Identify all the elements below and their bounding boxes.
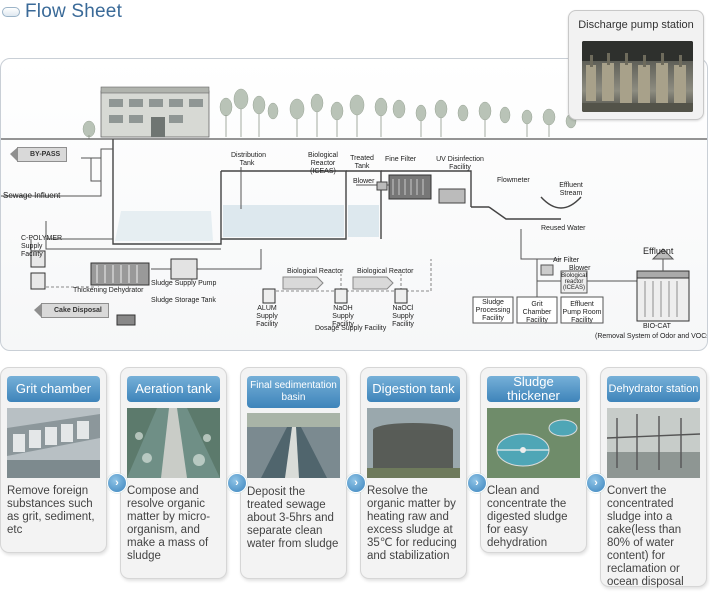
bio-reactor-arrow-label-2: Biological Reactor — [357, 268, 414, 275]
bypass-label: BY-PASS — [9, 147, 68, 162]
step-title: Aeration tank — [127, 376, 220, 402]
step-card-final-sedimentation-basin: Final sedimentation basin Deposit the tr… — [240, 367, 347, 579]
effluent-stream-label: Effluent Stream — [559, 182, 583, 197]
step-card-sludge-thickener: Sludge thickener Clean and concentrate t… — [480, 367, 587, 553]
grit-chamber-facility-label: Grit Chamber Facility — [522, 301, 552, 324]
bio-reactor-arrow-label-1: Biological Reactor — [287, 268, 344, 275]
cpolymer-label: C-POLYMER Supply Facility — [21, 235, 63, 258]
distribution-tank-label: Distribution Tank — [231, 152, 267, 167]
step-title: Dehydrator station — [607, 376, 700, 402]
effluent-label: Effluent — [643, 246, 674, 256]
step-title: Sludge thickener — [487, 375, 580, 403]
sewage-influent-label: Sewage Influent — [3, 191, 61, 200]
step-description: Deposit the treated sewage about 3-5hrs … — [247, 486, 339, 550]
step-title: Digestion tank — [367, 376, 460, 402]
dehydrator-station-photo — [607, 408, 700, 478]
step-title: Final sedimentation basin — [247, 376, 340, 408]
aeration-tank-photo — [127, 408, 220, 478]
effluent-pump-room-label: Effluent Pump Room Facility — [562, 301, 602, 324]
chevron-right-icon: › — [227, 473, 247, 493]
process-schematic — [1, 86, 707, 326]
step-card-digestion-tank: Digestion tank Resolve the organic matte… — [360, 367, 467, 579]
flowmeter-label: Flowmeter — [497, 177, 530, 184]
dehydrator-icon — [90, 262, 150, 286]
iceas-small-label: Biological reactor (ICEAS) — [561, 273, 587, 291]
fine-filter-label: Fine Filter — [385, 156, 417, 163]
page-title: Flow Sheet — [25, 1, 123, 22]
chevron-right-icon: › — [346, 473, 366, 493]
step-description: Resolve the organic matter by heating ra… — [367, 485, 457, 562]
reused-water-label: Reused Water — [541, 225, 586, 232]
step-description: Remove foreign substances such as grit, … — [7, 485, 95, 536]
step-card-grit-chamber: Grit chamber Remove foreign substances s… — [0, 367, 107, 553]
step-description: Convert the concentrated sludge into a c… — [607, 485, 684, 588]
treated-tank-label: Treated Tank — [350, 155, 374, 170]
naoh-label: NaOH Supply Facility — [332, 305, 354, 328]
sludge-thickener-photo — [487, 408, 580, 478]
chevron-right-icon: › — [467, 473, 487, 493]
uv-label: UV Disinfection Facility — [436, 156, 484, 171]
cake-disposal-label: Cake Disposal — [34, 303, 109, 318]
tree-line-icon — [82, 88, 577, 138]
building-icon — [100, 86, 210, 138]
thickening-dehydrator-label: Thickening Dehydrator — [73, 287, 144, 294]
naocl-label: NaOCl Supply Facility — [392, 305, 414, 328]
step-card-aeration-tank: Aeration tank Compose and resolve organi… — [120, 367, 227, 579]
discharge-pump-station-title: Discharge pump station — [578, 19, 694, 31]
blower-label-1: Blower — [353, 178, 375, 185]
air-filter-label: Air Filter — [553, 257, 580, 264]
step-description: Compose and resolve organic matter by mi… — [127, 485, 211, 562]
removal-system-label: (Removal System of Odor and VOCs) — [595, 333, 708, 340]
discharge-pump-photo — [582, 41, 693, 112]
step-card-dehydrator-station: Dehydrator station Convert the concentra… — [600, 367, 707, 588]
alum-label: ALUM Supply Facility — [256, 305, 278, 328]
rounded-bar-icon — [2, 7, 20, 17]
dosage-supply-label: Dosage Supply Facility — [315, 325, 387, 332]
blower-label-2: Blower — [569, 265, 591, 272]
biocat-label: BIO-CAT — [643, 323, 671, 330]
chevron-right-icon: › — [107, 473, 127, 493]
chevron-right-icon: › — [586, 473, 606, 493]
discharge-pump-station-card: Discharge pump station — [568, 10, 704, 120]
digestion-tank-photo — [367, 408, 460, 478]
bio-reactor-label: Biological Reactor (ICEAS) — [308, 152, 338, 175]
sludge-supply-pump-label: Sludge Supply Pump — [151, 280, 217, 287]
sludge-processing-label: Sludge Processing Facility — [475, 299, 511, 322]
step-description: Clean and concentrate the digested sludg… — [487, 485, 568, 549]
sedimentation-basin-photo — [247, 413, 340, 478]
page-header: Flow Sheet — [0, 0, 122, 24]
bio-cat-unit-icon — [636, 248, 690, 322]
grit-chamber-photo — [7, 408, 100, 478]
step-title: Grit chamber — [7, 376, 100, 402]
sludge-storage-tank-label: Sludge Storage Tank — [151, 297, 216, 304]
